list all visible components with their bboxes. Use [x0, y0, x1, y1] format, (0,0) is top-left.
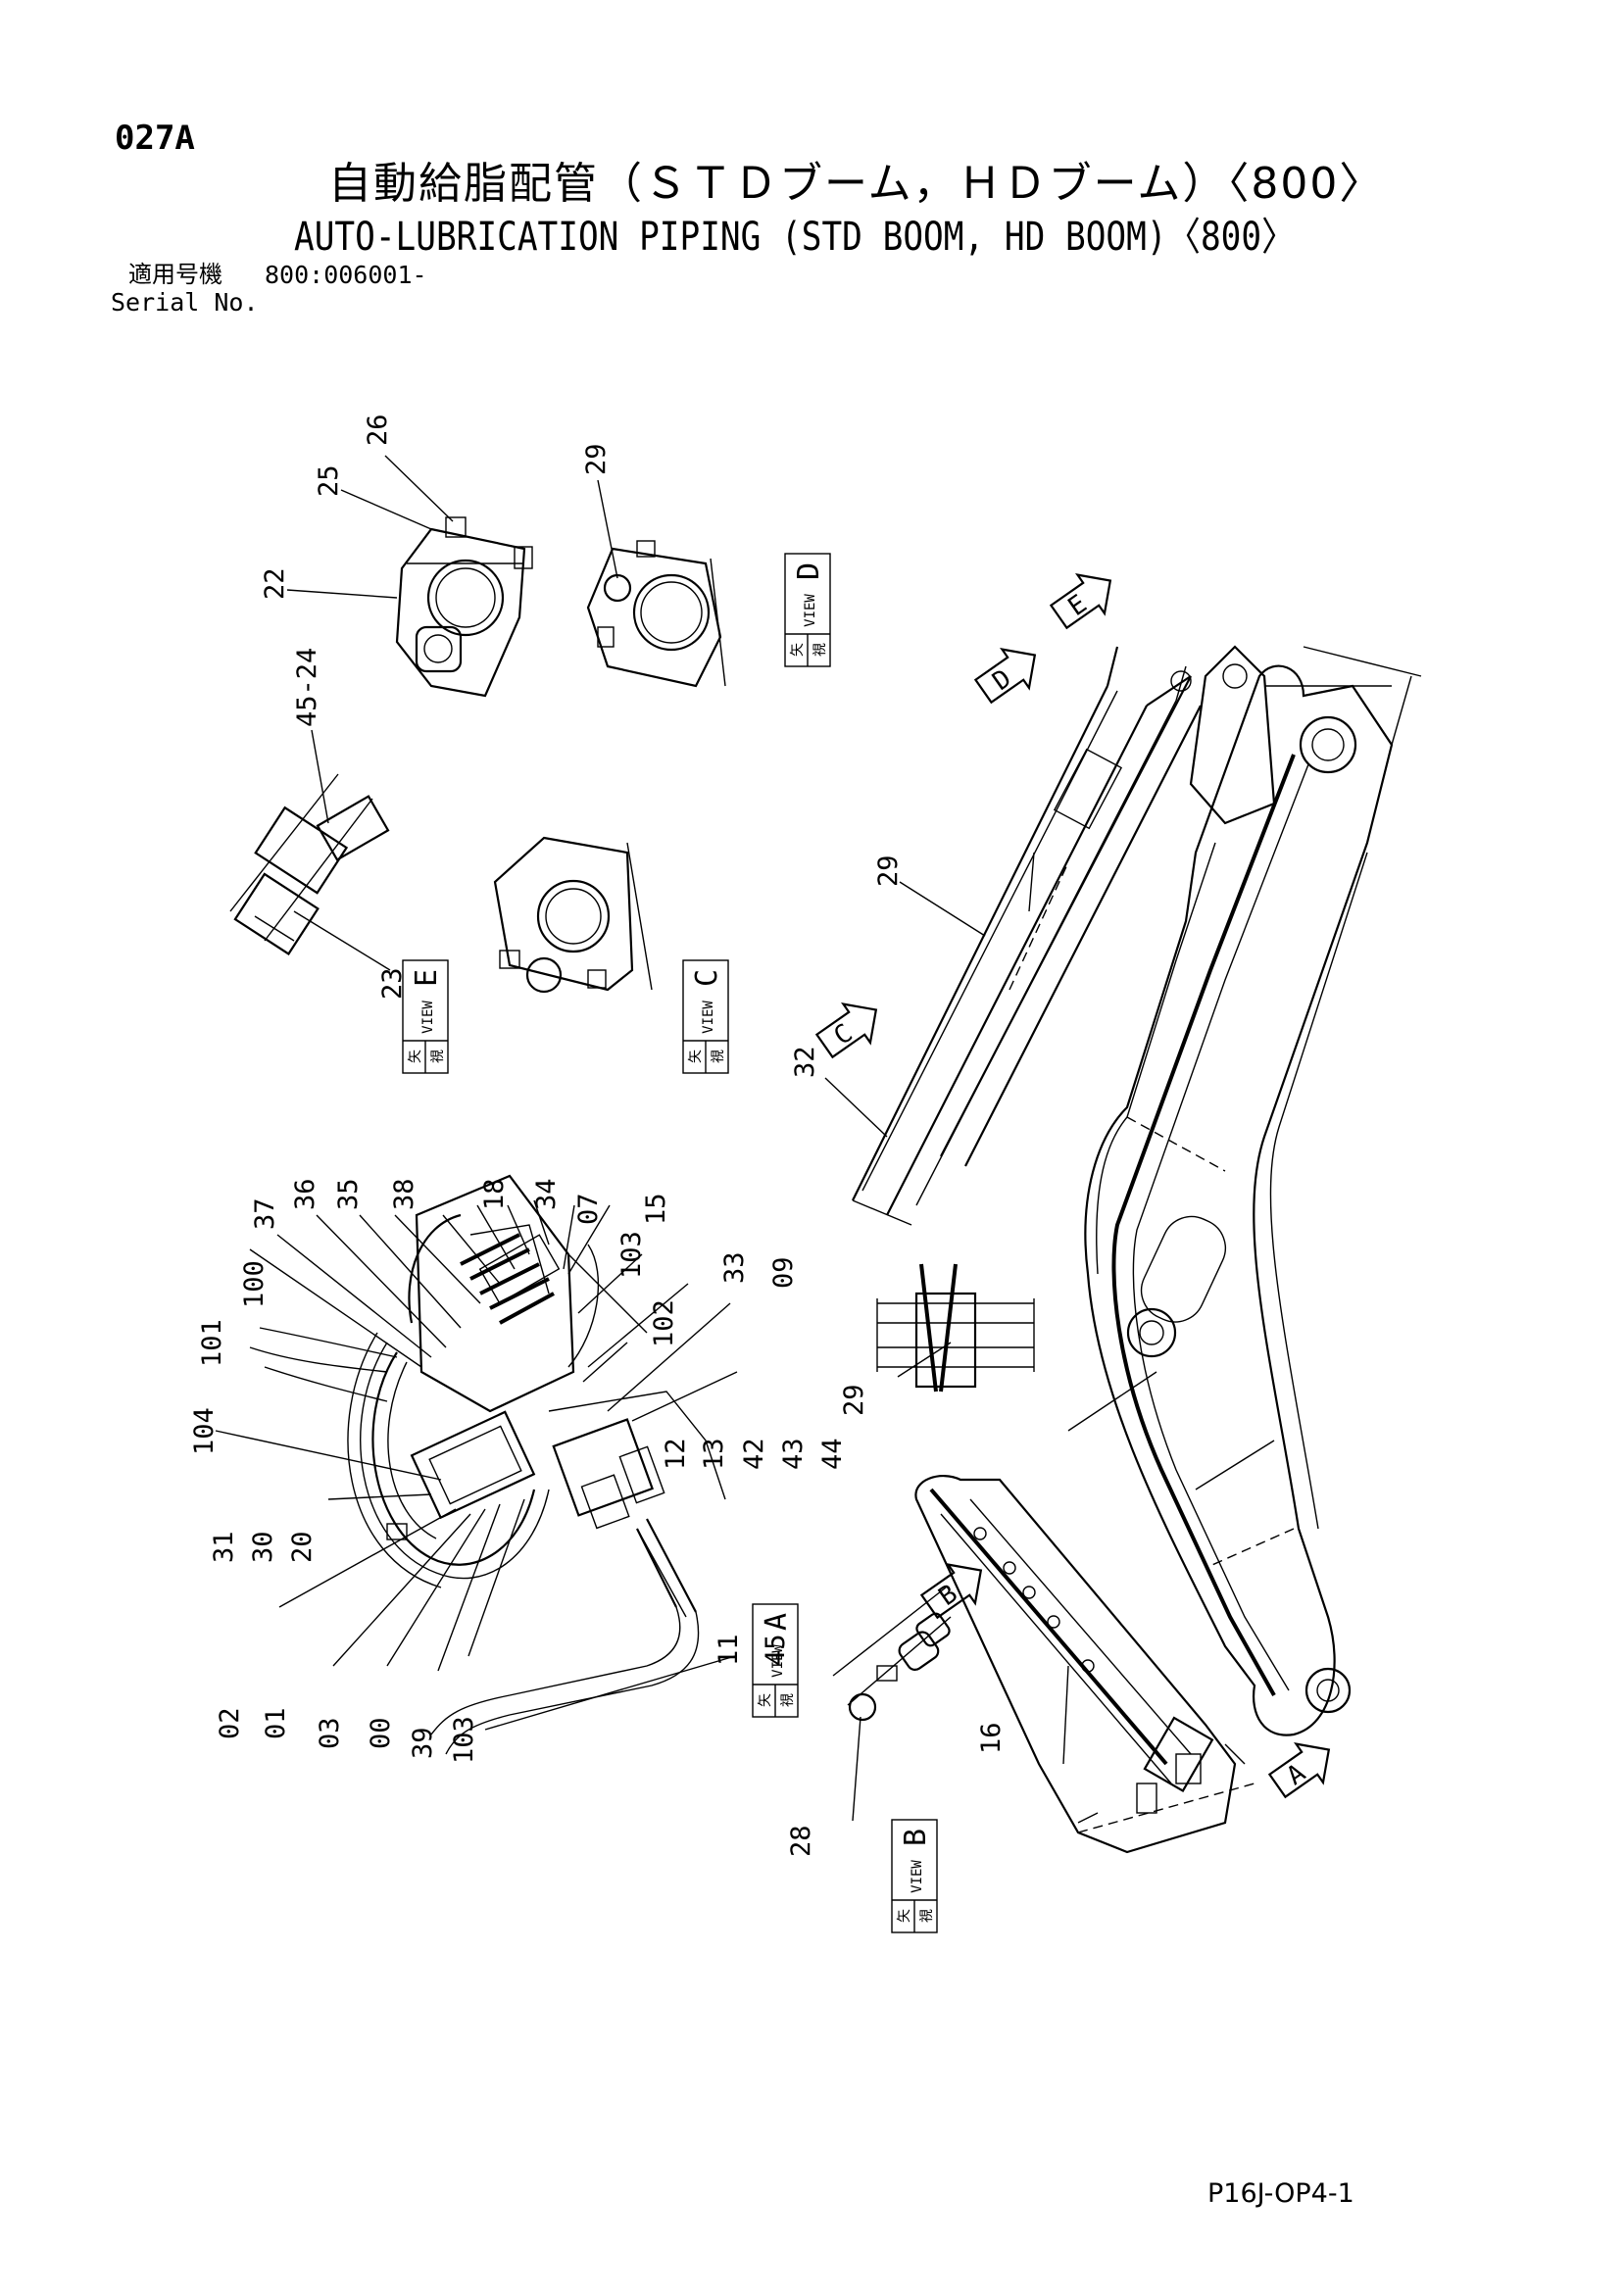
svg-text:B: B	[934, 1579, 963, 1612]
callout-36: 36	[290, 1178, 320, 1210]
callout-45: 45	[761, 1634, 791, 1666]
bracket-detail-22	[395, 516, 533, 698]
callout-37: 37	[250, 1197, 280, 1230]
callout-35: 35	[333, 1178, 364, 1210]
callout-29-arm: 29	[873, 855, 904, 887]
view-label-c: 矢 視 VIEW C	[682, 959, 729, 1074]
svg-text:E: E	[1063, 589, 1093, 622]
leader-lines	[215, 455, 1069, 1822]
callout-09: 09	[768, 1256, 799, 1289]
view-c-kanji-b: 視	[711, 1050, 726, 1063]
view-b-kanji-b: 視	[919, 1909, 935, 1923]
view-e-kanji-a: 矢	[408, 1050, 423, 1063]
title-english: AUTO-LUBRICATION PIPING (STD BOOM, HD BO…	[294, 215, 1296, 260]
view-a-word: VIEW	[770, 1644, 786, 1678]
svg-text:A: A	[1282, 1758, 1311, 1791]
callout-38: 38	[389, 1178, 419, 1210]
callout-02: 02	[215, 1707, 245, 1739]
callout-03: 03	[315, 1717, 345, 1749]
view-d-letter: D	[792, 562, 826, 580]
callout-34: 34	[531, 1178, 562, 1210]
callout-16: 16	[976, 1722, 1007, 1754]
view-label-e: 矢 視 VIEW E	[402, 959, 449, 1074]
callout-45-24: 45-24	[292, 648, 322, 727]
boom-base	[914, 1475, 1255, 1854]
callout-31: 31	[209, 1531, 239, 1563]
view-arrow-a: A	[1267, 1742, 1331, 1799]
svg-text:D: D	[988, 663, 1017, 697]
callout-12: 12	[661, 1438, 691, 1470]
svg-text:C: C	[829, 1018, 859, 1051]
view-a-kanji-b: 視	[780, 1693, 796, 1707]
callout-13: 13	[699, 1438, 729, 1470]
callout-15: 15	[641, 1193, 671, 1225]
view-d-word: VIEW	[803, 594, 818, 627]
view-e-word: VIEW	[420, 1001, 436, 1034]
callout-30: 30	[248, 1531, 278, 1563]
callout-103-bottom: 103	[449, 1716, 479, 1764]
serial-value: 800:006001-	[265, 261, 427, 289]
callout-23: 23	[377, 967, 408, 1000]
view-arrow-d: D	[973, 648, 1037, 705]
view-e-letter: E	[410, 969, 444, 987]
callout-28: 28	[786, 1825, 816, 1857]
callout-42: 42	[739, 1438, 769, 1470]
callout-labels: 26 25 22 29 45-24 23 29 32 37 36 35 38 1…	[189, 414, 1007, 1857]
pump-assembly	[249, 1174, 736, 1755]
view-d-kanji-b: 視	[812, 643, 828, 657]
callout-100: 100	[239, 1260, 270, 1308]
view-c-detail	[493, 836, 653, 994]
view-a-letter: A	[760, 1613, 794, 1631]
callout-32: 32	[790, 1046, 820, 1078]
boom-assembly	[852, 645, 1422, 1854]
view-c-word: VIEW	[701, 1001, 716, 1034]
main-boom	[1067, 645, 1422, 1736]
view-b-kanji-a: 矢	[897, 1909, 912, 1923]
view-e-kanji-b: 視	[430, 1050, 446, 1063]
serial-label-japanese: 適用号機	[128, 261, 222, 288]
callout-22: 22	[260, 567, 290, 600]
callout-07: 07	[573, 1193, 604, 1225]
callout-26: 26	[363, 414, 393, 446]
footer-page-reference: P16J-OP4-1	[1207, 2178, 1354, 2209]
view-b-letter: B	[899, 1829, 933, 1846]
callout-11: 11	[714, 1634, 744, 1666]
view-arrow-e: E	[1049, 573, 1112, 630]
callout-39: 39	[408, 1727, 438, 1759]
callout-33: 33	[719, 1251, 750, 1284]
callout-101: 101	[197, 1319, 227, 1367]
serial-label-english: Serial No.	[111, 288, 259, 317]
callout-44: 44	[817, 1438, 848, 1470]
view-label-d: 矢 視 VIEW D	[784, 553, 831, 667]
callout-43: 43	[778, 1438, 809, 1470]
callout-18: 18	[479, 1178, 510, 1210]
callout-00: 00	[366, 1717, 396, 1749]
callout-103-top: 103	[616, 1231, 647, 1279]
callout-25: 25	[314, 464, 344, 497]
callout-20: 20	[287, 1531, 318, 1563]
callout-01: 01	[261, 1707, 291, 1739]
title-japanese: 自動給脂配管（ＳＴＤブーム，ＨＤブーム）〈800〉	[328, 159, 1385, 209]
view-label-b: 矢 視 VIEW B	[891, 1819, 938, 1933]
arm-section	[852, 646, 1202, 1226]
callout-102: 102	[649, 1299, 679, 1347]
section-detail	[876, 1263, 1035, 1392]
view-b-detail	[832, 1587, 952, 1722]
view-e-detail	[229, 773, 390, 955]
view-c-letter: C	[690, 969, 724, 987]
view-b-word: VIEW	[910, 1860, 925, 1893]
view-label-a: 矢 視 VIEW A	[752, 1603, 799, 1718]
callout-29: 29	[581, 443, 612, 475]
view-a-kanji-a: 矢	[758, 1693, 773, 1707]
view-d-kanji-a: 矢	[790, 643, 806, 657]
view-d-detail	[586, 540, 726, 688]
view-arrow-c: C	[814, 1002, 878, 1059]
page-code: 027A	[115, 119, 195, 158]
view-c-kanji-a: 矢	[688, 1050, 704, 1063]
callout-104: 104	[189, 1407, 220, 1455]
callout-29-section: 29	[839, 1384, 869, 1416]
